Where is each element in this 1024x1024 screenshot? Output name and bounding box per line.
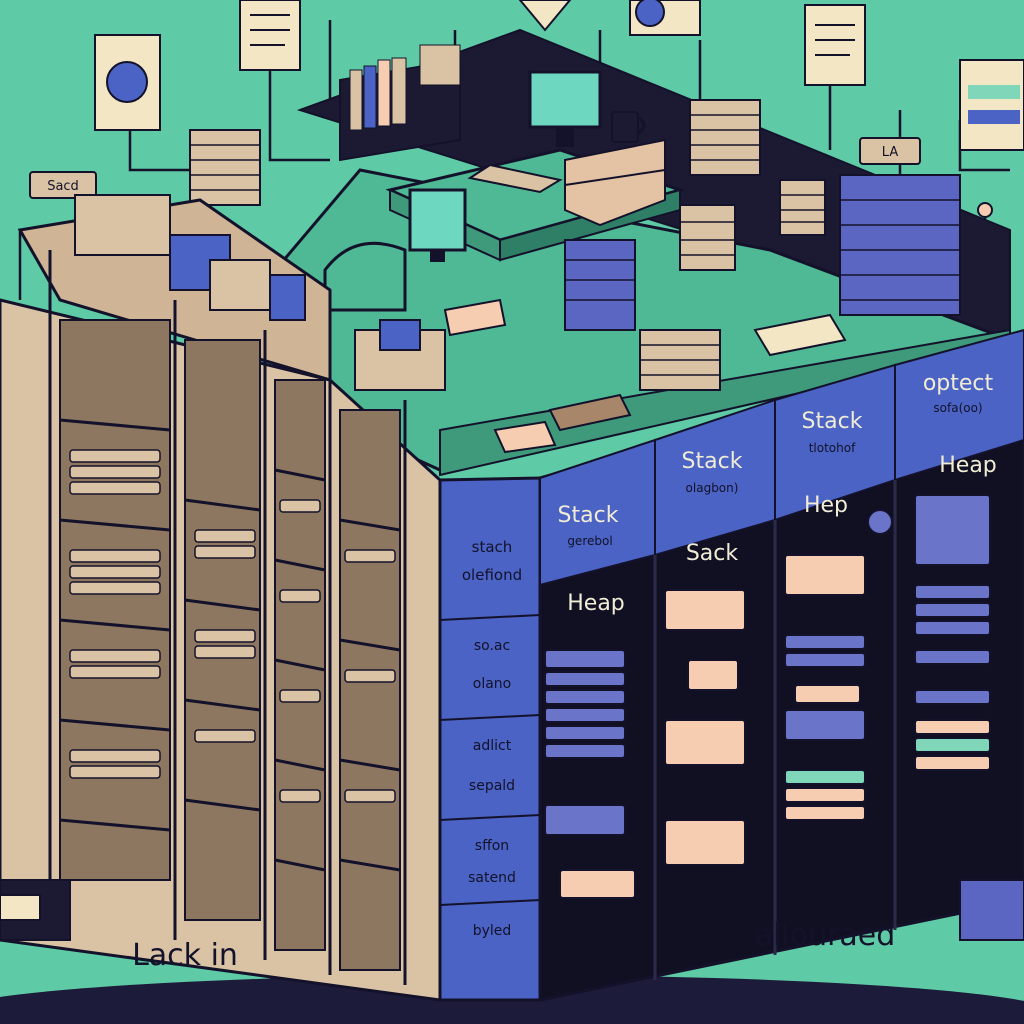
paper-stack-2 [689, 99, 761, 176]
hanging-note-list [804, 4, 866, 86]
shelf-box-top [74, 194, 306, 321]
side-label-5: byled [473, 923, 512, 939]
side-label-dividers [439, 614, 541, 906]
col1-sub: gerebol [567, 534, 612, 548]
hanging-note-circles [629, 0, 701, 36]
paper-stack-3 [679, 204, 736, 271]
hanging-note-chart [94, 34, 161, 131]
lamp-icon [518, 0, 572, 32]
office-chair [323, 241, 407, 312]
hanging-note-document [239, 0, 301, 71]
small-cabinet-top [354, 319, 446, 391]
computer-monitor-back [528, 70, 602, 147]
computer-monitor-front [408, 188, 467, 262]
hanging-note-bars [959, 59, 1024, 151]
col3-blocks [784, 554, 866, 821]
col3-sub: tlotohof [809, 441, 856, 455]
bookshelf-shelves [59, 418, 401, 872]
drawer-cabinet [564, 138, 666, 227]
col2-heap-label: Sack [686, 541, 739, 566]
tag-top-right: LA [859, 137, 921, 165]
col4-blocks [914, 494, 991, 771]
col1-block-stack-blue [544, 649, 626, 759]
col1-heap-label: Heap [567, 591, 625, 616]
floor-stack-right [959, 879, 1024, 941]
bookshelf-frame [48, 250, 407, 985]
blue-server-stack-2 [839, 174, 961, 316]
coffee-mug [611, 111, 646, 143]
bookshelf-inner [59, 319, 401, 971]
tray-on-platform [443, 298, 847, 454]
side-label-2a: so.ac [474, 638, 510, 654]
shelf-files [69, 449, 396, 803]
front-label-lower-right: allouraed [755, 918, 896, 953]
keyboard [467, 163, 563, 194]
col4-header-bg [894, 328, 1024, 482]
side-label-1b: olefiond [462, 566, 522, 584]
side-label-3a: adlict [473, 738, 512, 754]
column-dividers [653, 480, 897, 980]
floor-stack-left [0, 879, 71, 941]
col2-sub: olagbon) [686, 481, 739, 495]
tag-top-left: Sacd [29, 171, 97, 199]
paper-stack-1 [189, 129, 261, 206]
col4-sub: sofa(oo) [933, 401, 982, 415]
col3-heap-label: Hep [804, 493, 848, 518]
side-label-2b: olano [473, 676, 511, 692]
tag-top-left-text: Sacd [47, 179, 79, 194]
paper-stack-5 [639, 329, 721, 391]
col3-header: Stack [802, 409, 863, 434]
side-label-1a: stach [472, 538, 513, 556]
side-label-4b: satend [468, 870, 516, 886]
col4-heap-label: Heap [939, 453, 997, 478]
front-label-lower-left: Lack in [132, 938, 238, 973]
bookshelf-top [339, 44, 461, 162]
col3-dot [867, 509, 893, 535]
side-label-4a: sffon [475, 838, 509, 854]
col2-header: Stack [682, 449, 743, 474]
col4-header: optect [923, 371, 994, 396]
col1-block-bottom [544, 804, 636, 899]
paper-stack-4 [779, 179, 826, 236]
side-label-3b: sepald [469, 778, 515, 794]
col1-header: Stack [558, 503, 619, 528]
col2-blocks-peach [664, 589, 746, 866]
blue-server-stack-1 [564, 239, 636, 331]
tag-top-right-text: LA [882, 145, 899, 160]
